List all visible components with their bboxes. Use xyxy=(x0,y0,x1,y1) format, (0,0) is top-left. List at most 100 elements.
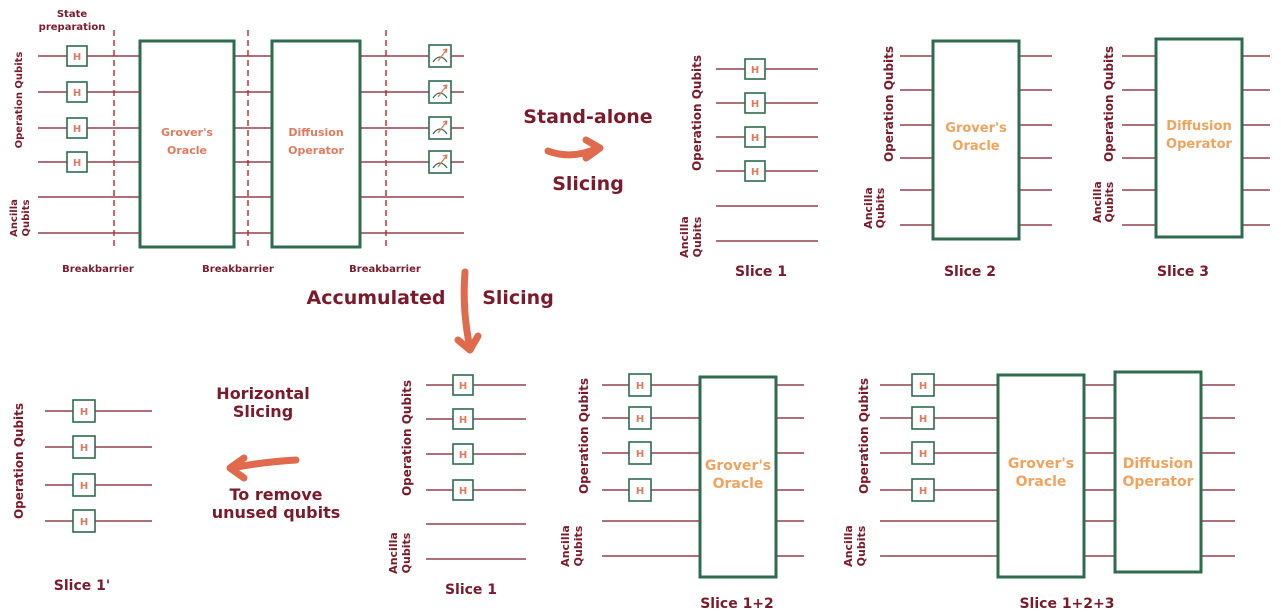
slice123-h-gate-1-label: H xyxy=(919,414,927,425)
b-slice1-h-gate-2-label: H xyxy=(459,450,467,461)
accumulated-slicing-label: Slicing xyxy=(482,287,554,309)
slice123-diffusion-text-line1: Diffusion xyxy=(1123,456,1193,472)
slice123-ancilla-label-2: Qubits xyxy=(855,525,868,566)
measurement-meter-icon-2 xyxy=(428,116,452,140)
slice12-h-gate-3-box xyxy=(628,478,652,502)
slice3-diffusion-text-line1: Diffusion xyxy=(1166,119,1231,134)
slice1-operation-qubits-label: Operation Qubits xyxy=(690,55,704,171)
slice1-h-gate-3-label: H xyxy=(751,167,759,178)
slice123-h-gate-1-box xyxy=(911,406,935,430)
breakbarrier-label-2: Breakbarrier xyxy=(202,264,274,275)
standalone-curved-arrow-icon-head xyxy=(582,136,604,162)
b-slice1-h-gate-3-box xyxy=(452,479,474,501)
slice1-h-gate-1-label: H xyxy=(751,99,759,110)
slice12-h-gate-2-box xyxy=(628,441,652,465)
slice2-grover-text-line1: Grover's xyxy=(945,121,1007,136)
slice12-h-gate-1-label: H xyxy=(636,414,644,425)
remove-label-line2: unused qubits xyxy=(212,503,341,522)
b-slice1-h-gate-3-label: H xyxy=(459,486,467,497)
slice2-grover-oracle-box xyxy=(931,39,1021,241)
slice123-operation-qubits-label: Operation Qubits xyxy=(857,378,871,494)
state-prep-label-2: preparation xyxy=(39,22,106,33)
full-diffusion-operator-box xyxy=(270,39,362,249)
slice12-operation-qubits-label: Operation Qubits xyxy=(577,378,591,494)
b-slice1-label: Slice 1 xyxy=(445,582,497,598)
full-operation-qubits-label: Operation Qubits xyxy=(14,52,25,149)
horizontal-curved-arrow-icon-head xyxy=(226,454,248,482)
slice2-ancilla-label-1: Ancilla xyxy=(862,187,875,229)
slice1-h-gate-3-box xyxy=(744,160,766,182)
slice123-grover-text-line1: Grover's xyxy=(1008,456,1074,472)
slice1-label: Slice 1 xyxy=(735,264,787,280)
full-diffusion-text-line2: Operator xyxy=(288,144,344,157)
slice12-label: Slice 1+2 xyxy=(700,596,774,612)
horizontal-label-line1: Horizontal xyxy=(216,384,309,403)
slice123-label: Slice 1+2+3 xyxy=(1019,596,1114,612)
breakbarrier-label-1: Breakbarrier xyxy=(62,264,134,275)
full-h-gate-3-label: H xyxy=(73,158,81,169)
full-diffusion-text-line1: Diffusion xyxy=(288,126,343,139)
slice1p-h-gate-1-label: H xyxy=(80,443,88,454)
slice1p-label: Slice 1' xyxy=(54,578,110,594)
b-slice1-ancilla-label-2: Qubits xyxy=(400,532,413,573)
slice12-h-gate-3-label: H xyxy=(636,486,644,497)
slice2-grover-text-line2: Oracle xyxy=(952,139,999,154)
horizontal-label-line2: Slicing xyxy=(233,402,293,421)
standalone-slicing-label: Slicing xyxy=(552,173,624,195)
slice3-diffusion-text-line2: Operator xyxy=(1166,137,1233,152)
slice1p-h-gate-3-label: H xyxy=(80,517,88,528)
b-slice1-operation-qubits-label: Operation Qubits xyxy=(400,380,414,496)
slice12-grover-oracle-box xyxy=(698,375,778,579)
b-slice1-h-gate-1-label: H xyxy=(459,415,467,426)
remove-label-line1: To remove xyxy=(229,485,322,504)
slice123-grover-text-line2: Oracle xyxy=(1016,474,1067,490)
slice12-h-gate-1-box xyxy=(628,406,652,430)
slice1-h-gate-0-label: H xyxy=(751,65,759,76)
slice1-h-gate-0-box xyxy=(744,58,766,80)
breakbarrier-label-3: Breakbarrier xyxy=(349,264,421,275)
full-grover-oracle-box xyxy=(138,39,236,249)
slice1p-h-gate-1-box xyxy=(72,435,96,459)
b-slice1-h-gate-2-box xyxy=(452,443,474,465)
slice12-grover-text-line1: Grover's xyxy=(705,458,771,474)
slice2-operation-qubits-label: Operation Qubits xyxy=(882,46,896,162)
slice1p-h-gate-2-box xyxy=(72,473,96,497)
b-slice1-ancilla-label-1: Ancilla xyxy=(387,532,400,574)
slice1-ancilla-label-2: Qubits xyxy=(691,216,704,257)
full-h-gate-0-box xyxy=(66,45,88,67)
measurement-meter-icon-1 xyxy=(428,80,452,104)
b-slice1-h-gate-0-label: H xyxy=(459,381,467,392)
full-h-gate-2-label: H xyxy=(73,124,81,135)
slice1-ancilla-label-1: Ancilla xyxy=(678,216,691,258)
standalone-label: Stand-alone xyxy=(523,106,652,128)
slice123-grover-oracle-box xyxy=(996,373,1086,579)
slice123-h-gate-0-box xyxy=(911,373,935,397)
slice123-h-gate-2-label: H xyxy=(919,449,927,460)
slice1-h-gate-1-box xyxy=(744,92,766,114)
full-h-gate-3-box xyxy=(66,151,88,173)
slice123-h-gate-3-box xyxy=(911,478,935,502)
slice3-ancilla-label-2: Qubits xyxy=(1103,181,1116,222)
slice123-h-gate-2-box xyxy=(911,441,935,465)
slice3-diffusion-operator-box xyxy=(1154,37,1244,239)
slice12-ancilla-label-1: Ancilla xyxy=(559,525,572,567)
slice1-h-gate-2-label: H xyxy=(751,133,759,144)
state-prep-label-1: State xyxy=(57,9,88,20)
b-slice1-h-gate-1-box xyxy=(452,408,474,430)
full-ancilla-label-1: Ancilla xyxy=(9,199,20,237)
slice123-ancilla-label-1: Ancilla xyxy=(842,525,855,567)
slice1p-h-gate-0-box xyxy=(72,399,96,423)
slice3-operation-qubits-label: Operation Qubits xyxy=(1102,46,1116,162)
slice1-h-gate-2-box xyxy=(744,126,766,148)
slice123-diffusion-operator-box xyxy=(1113,370,1203,574)
slice3-ancilla-label-1: Ancilla xyxy=(1091,181,1104,223)
full-h-gate-1-box xyxy=(66,81,88,103)
slice123-diffusion-text-line2: Operator xyxy=(1123,474,1194,490)
slice2-label: Slice 2 xyxy=(944,264,996,280)
slice123-h-gate-0-label: H xyxy=(919,381,927,392)
slice1p-h-gate-0-label: H xyxy=(80,407,88,418)
accumulated-label: Accumulated xyxy=(307,287,446,309)
slice1p-h-gate-3-box xyxy=(72,509,96,533)
full-grover-text-line1: Grover's xyxy=(161,126,213,139)
slice3-label: Slice 3 xyxy=(1157,264,1209,280)
